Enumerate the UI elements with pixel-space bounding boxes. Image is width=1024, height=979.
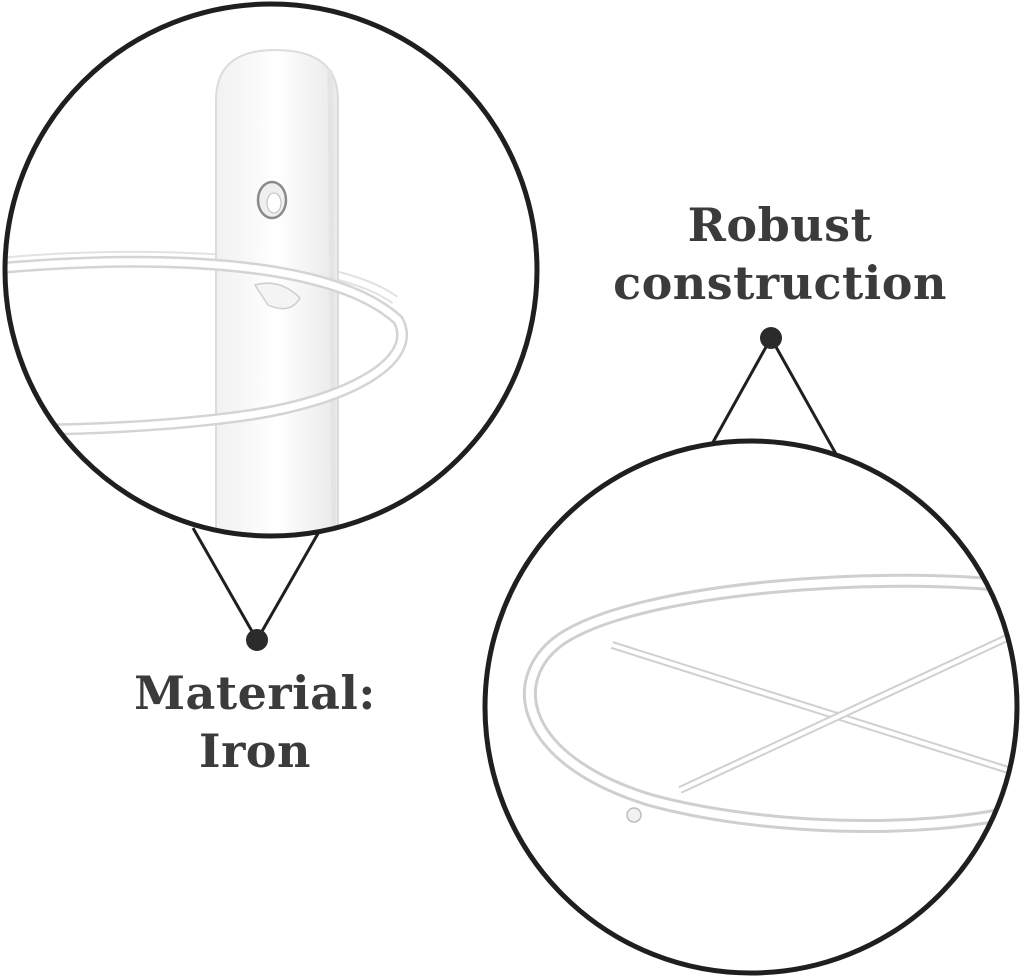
robust-pointer-dot [760, 327, 782, 349]
magnifier-circle-top [2, 1, 540, 539]
material-pointer-dot [246, 629, 268, 651]
robust-pointer [710, 334, 838, 455]
robust-label-line2: construction [613, 256, 947, 310]
material-label-line1: Material: [134, 666, 376, 720]
robust-label-line1: Robust [687, 198, 873, 252]
material-pointer [191, 527, 322, 644]
material-label-line2: Iron [199, 724, 311, 778]
robust-construction-label: Robust construction [560, 196, 1000, 312]
magnifier-circle-bottom [482, 438, 1020, 976]
material-label: Material: Iron [60, 664, 450, 780]
base-closeup-view [482, 327, 1020, 976]
bracket-closeup-view [2, 1, 540, 651]
